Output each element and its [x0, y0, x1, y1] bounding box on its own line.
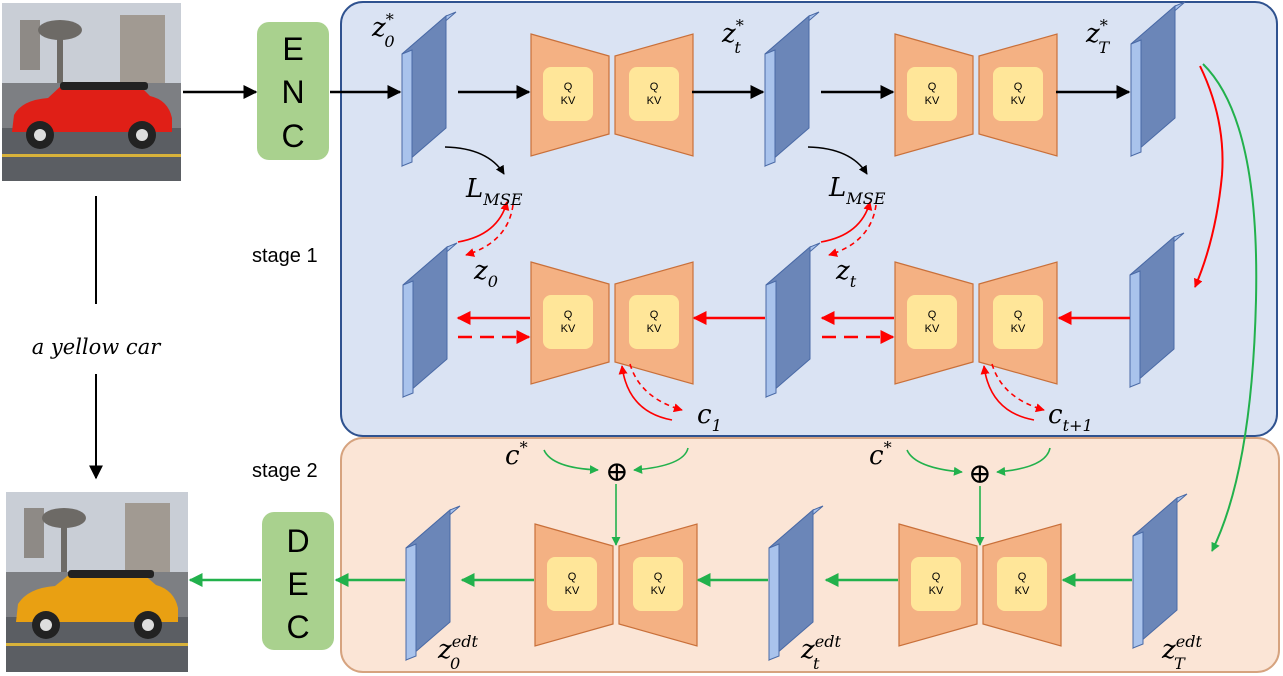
arrow-z0-to-loss: [457, 201, 510, 243]
label-loss-1: LMSE: [465, 174, 523, 209]
arrow-unet-to-ct1-dashed: [991, 363, 1045, 413]
qkv-q-label: Q: [1018, 571, 1027, 583]
decoder-letter-c: C: [286, 609, 309, 645]
qkv-kv-label: KV: [647, 95, 662, 107]
unet-block-s1-top-1: Q KV Q KV: [530, 33, 694, 157]
label-zT-star: z*T: [1085, 16, 1110, 57]
qkv-q-label: Q: [650, 309, 659, 321]
qkv-q-label: Q: [1014, 309, 1023, 321]
qkv-kv-label: KV: [565, 585, 580, 597]
input-car-image: [2, 3, 181, 181]
qkv-q-label: Q: [564, 81, 573, 93]
qkv-attention-box: [547, 557, 597, 611]
qkv-kv-label: KV: [1011, 323, 1026, 335]
arrow-ztstar-to-loss: [807, 146, 868, 175]
decoder-block: D E C: [262, 512, 334, 650]
qkv-attention-box: [997, 557, 1047, 611]
qkv-attention-box: [907, 67, 957, 121]
qkv-kv-label: KV: [561, 323, 576, 335]
qkv-attention-box: [629, 295, 679, 349]
qkv-attention-box: [543, 67, 593, 121]
arrow-loss-to-z0-dashed: [465, 204, 514, 257]
encoder-letter-n: N: [281, 74, 304, 110]
decoder-letter-e: E: [287, 566, 308, 602]
unet-block-s2-1: Q KV Q KV: [534, 523, 698, 647]
unet-block-s1-bot-2: Q KV Q KV: [894, 261, 1058, 385]
output-car-image: [6, 492, 188, 672]
unet-block-s1-top-2: Q KV Q KV: [894, 33, 1058, 157]
qkv-kv-label: KV: [1011, 95, 1026, 107]
qkv-attention-box: [993, 295, 1043, 349]
qkv-q-label: Q: [928, 309, 937, 321]
label-c1: c1: [697, 400, 722, 435]
arrow-c1-to-unet: [618, 365, 673, 421]
latent-z0-star: [401, 11, 457, 168]
arrow-zTstar-to-inv: [1194, 65, 1224, 288]
unet-block-s1-bot-1: Q KV Q KV: [530, 261, 694, 385]
arrow-c1-to-plus-1: [633, 447, 689, 474]
arrow-cstar-to-plus-1: [543, 449, 599, 475]
qkv-q-label: Q: [932, 571, 941, 583]
qkv-q-label: Q: [1014, 81, 1023, 93]
latent-z0-edt: [405, 505, 461, 662]
qkv-q-label: Q: [564, 309, 573, 321]
arrow-loss-to-zt-dashed: [828, 204, 877, 257]
plus-symbol-2: ⊕: [968, 457, 991, 490]
qkv-kv-label: KV: [925, 95, 940, 107]
stage2-label: stage 2: [252, 460, 318, 482]
label-zt: zt: [835, 256, 857, 291]
latent-zT-inv: [1129, 232, 1185, 389]
qkv-attention-box: [993, 67, 1043, 121]
qkv-kv-label: KV: [561, 95, 576, 107]
latent-z0: [402, 242, 458, 399]
label-cstar-1: c*: [505, 438, 528, 471]
qkv-q-label: Q: [928, 81, 937, 93]
qkv-attention-box: [911, 557, 961, 611]
latent-zT-star: [1130, 1, 1186, 158]
arrow-ct1-to-unet: [980, 365, 1035, 421]
qkv-attention-box: [633, 557, 683, 611]
encoder-letter-c: C: [281, 118, 304, 154]
encoder-letter-e: E: [282, 31, 303, 67]
qkv-kv-label: KV: [651, 585, 666, 597]
qkv-kv-label: KV: [925, 323, 940, 335]
qkv-kv-label: KV: [647, 323, 662, 335]
qkv-q-label: Q: [650, 81, 659, 93]
label-z0: z0: [473, 256, 498, 291]
plus-symbol-1: ⊕: [605, 455, 628, 488]
arrow-ct1-to-plus-2: [996, 447, 1051, 476]
encoder-block: E N C: [257, 22, 329, 160]
latent-zt-edt: [768, 505, 824, 662]
label-cstar-2: c*: [869, 438, 892, 471]
arrow-zTstar-to-edit: [1202, 63, 1258, 552]
latent-zT-edt: [1132, 493, 1188, 650]
qkv-attention-box: [907, 295, 957, 349]
qkv-attention-box: [629, 67, 679, 121]
decoder-letter-d: D: [286, 523, 309, 559]
stage1-label: stage 1: [252, 245, 318, 267]
label-zt-star: z*t: [721, 16, 744, 57]
arrow-zt-to-loss: [820, 201, 873, 243]
latent-zt: [765, 242, 821, 399]
arrow-z0star-to-loss: [444, 146, 505, 175]
qkv-kv-label: KV: [929, 585, 944, 597]
label-loss-2: LMSE: [828, 173, 886, 208]
qkv-kv-label: KV: [1015, 585, 1030, 597]
latent-zt-star: [764, 11, 820, 168]
qkv-q-label: Q: [654, 571, 663, 583]
arrow-cstar-to-plus-2: [906, 449, 963, 476]
arrow-unet-to-c1-dashed: [629, 363, 683, 413]
label-z0-star: z*0: [371, 10, 395, 51]
qkv-q-label: Q: [568, 571, 577, 583]
qkv-attention-box: [543, 295, 593, 349]
label-ct1: ct+1: [1048, 400, 1093, 435]
prompt-text: a yellow car: [32, 335, 162, 359]
unet-block-s2-2: Q KV Q KV: [898, 523, 1062, 647]
